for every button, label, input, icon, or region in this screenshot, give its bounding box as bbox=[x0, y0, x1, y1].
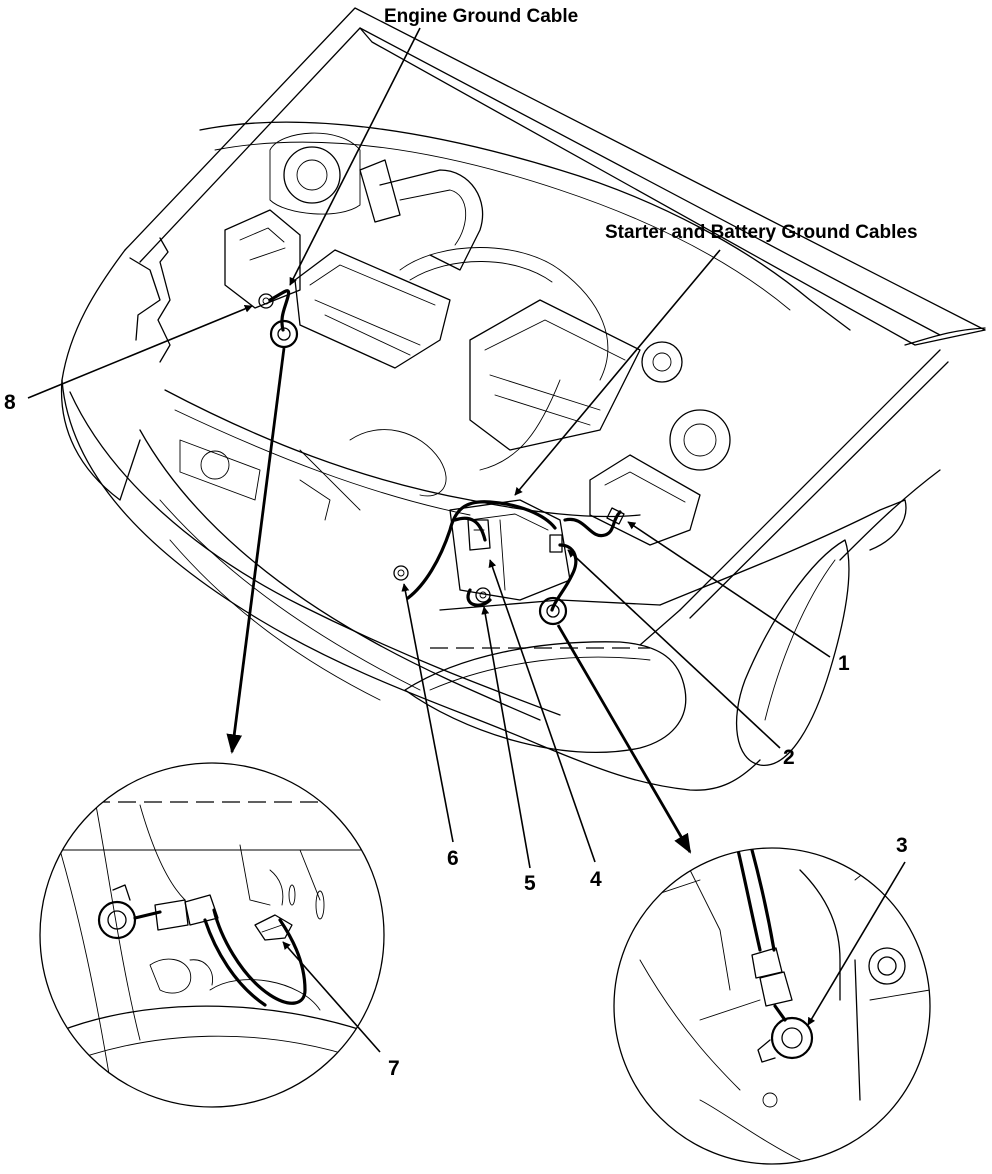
callout-4: 4 bbox=[590, 868, 602, 891]
detail-bolt-left-icon bbox=[97, 900, 137, 940]
detail-bolt-right-icon bbox=[770, 1016, 814, 1060]
callout-5: 5 bbox=[524, 872, 536, 895]
connector-1-icon bbox=[606, 507, 625, 525]
bolt-5-icon bbox=[475, 587, 491, 603]
detail-view-starter-ground bbox=[613, 847, 931, 1165]
bolt-6-icon bbox=[393, 565, 409, 581]
callout-2: 2 bbox=[783, 746, 795, 769]
callout-8: 8 bbox=[4, 391, 16, 414]
ground-point-3-icon bbox=[538, 596, 568, 626]
starter-battery-ground-label: Starter and Battery Ground Cables bbox=[605, 222, 918, 243]
callout-7: 7 bbox=[388, 1057, 400, 1080]
car-body-outline bbox=[60, 7, 986, 791]
detail-view-engine-ground bbox=[39, 762, 385, 1108]
ground-cables bbox=[258, 289, 625, 626]
connector-2-icon bbox=[549, 534, 563, 553]
ground-point-engine-icon bbox=[269, 319, 299, 349]
callout-6: 6 bbox=[447, 847, 459, 870]
engine-bay bbox=[164, 121, 851, 649]
bolt-8-icon bbox=[258, 293, 274, 309]
callout-3: 3 bbox=[896, 834, 908, 857]
callout-1: 1 bbox=[838, 652, 850, 675]
engine-ground-cable-label: Engine Ground Cable bbox=[384, 6, 578, 27]
starter-terminal-icon bbox=[467, 519, 491, 551]
leader-lines bbox=[27, 27, 831, 869]
